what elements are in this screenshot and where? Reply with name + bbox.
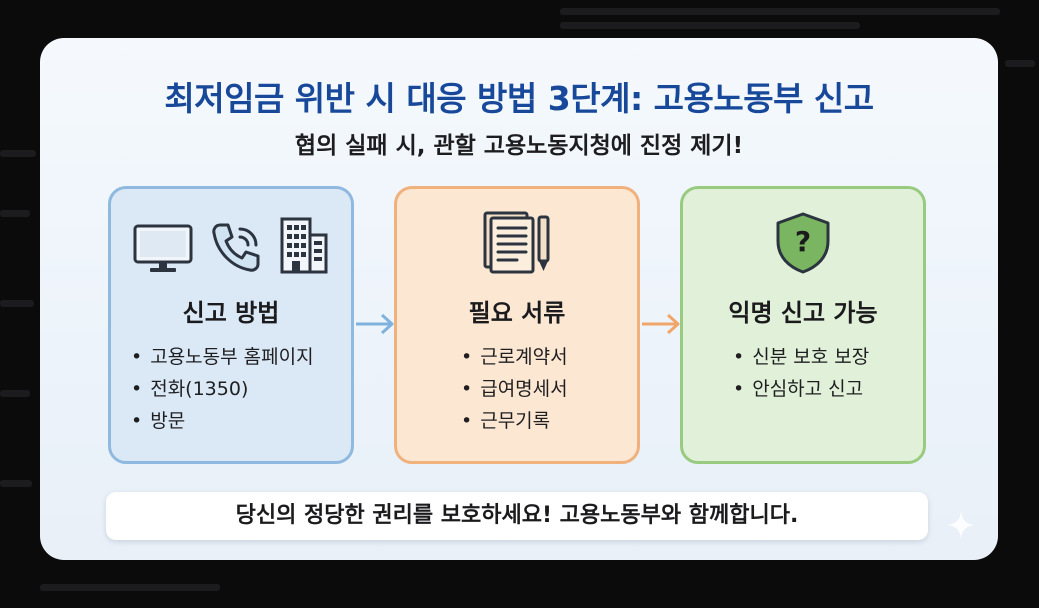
document-pen-icon: [479, 209, 555, 279]
step-1-list: 고용노동부 홈페이지 전화(1350) 방문: [131, 341, 314, 437]
list-item: 전화(1350): [131, 373, 314, 405]
subtitle: 협의 실패 시, 관할 고용노동지청에 진정 제기!: [294, 133, 744, 159]
step-box-anonymous-report: ? 익명 신고 가능 신분 보호 보장 안심하고 신고: [680, 186, 926, 464]
list-item: 근무기록: [461, 405, 568, 437]
footer-banner: 당신의 정당한 권리를 보호하세요! 고용노동부와 함께합니다.: [106, 492, 928, 540]
step-3-icons: ?: [683, 212, 923, 279]
list-item: 급여명세서: [461, 373, 567, 405]
step-2-list: 근로계약서 급여명세서 근무기록: [461, 341, 568, 437]
step-1-heading: 신고 방법: [182, 299, 280, 327]
monitor-icon: [132, 223, 194, 279]
list-item: 신분 보호 보장: [733, 341, 869, 373]
arrow-right-icon: [642, 313, 680, 335]
page-title: 최저임금 위반 시 대응 방법 3단계: 고용노동부 신고: [164, 79, 874, 118]
arrow-right-icon: [356, 313, 394, 335]
step-box-required-documents: 필요 서류 근로계약서 급여명세서 근무기록: [394, 186, 640, 464]
step-box-report-method: 신고 방법 고용노동부 홈페이지 전화(1350) 방문: [108, 186, 354, 464]
list-item: 근로계약서: [461, 341, 567, 373]
step-3-heading: 익명 신고 가능: [728, 299, 878, 327]
step-2-heading: 필요 서류: [468, 299, 566, 327]
shield-question-icon: ?: [774, 211, 832, 279]
step-3-list: 신분 보호 보장 안심하고 신고: [733, 341, 869, 405]
building-icon: [278, 215, 330, 279]
sparkle-icon: [947, 511, 975, 539]
step-1-icons: [111, 215, 351, 279]
step-2-icons: [397, 211, 637, 279]
list-item: 안심하고 신고: [733, 373, 869, 405]
svg-text:?: ?: [795, 225, 811, 258]
list-item: 고용노동부 홈페이지: [131, 341, 313, 373]
phone-icon: [208, 219, 264, 279]
list-item: 방문: [131, 405, 314, 437]
infographic-card: 최저임금 위반 시 대응 방법 3단계: 고용노동부 신고 협의 실패 시, 관…: [40, 38, 998, 560]
